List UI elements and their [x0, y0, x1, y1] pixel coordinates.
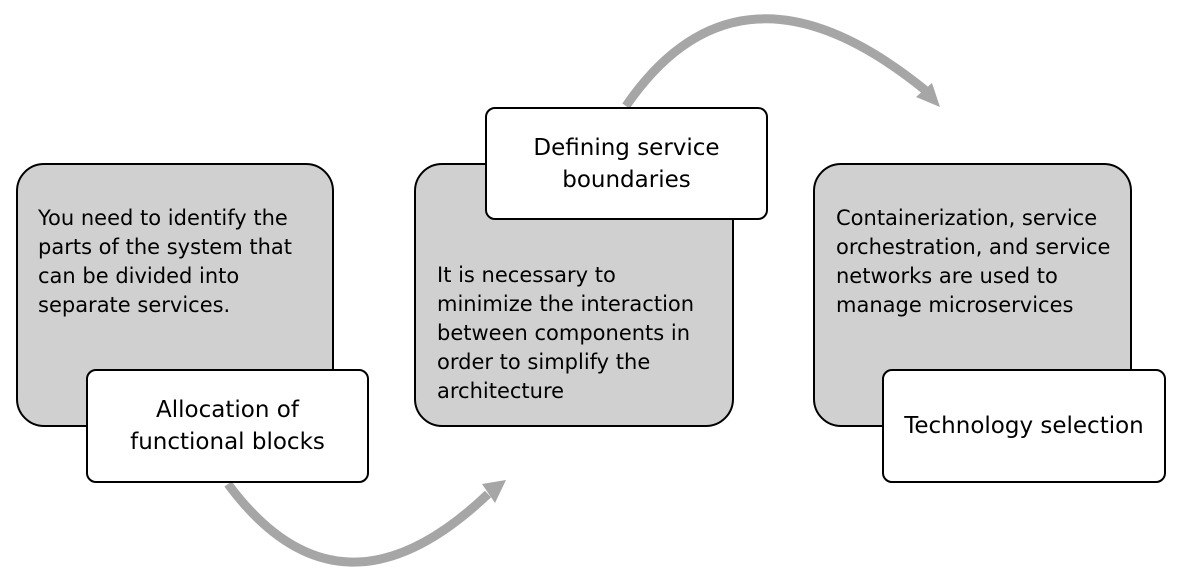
- step-1-title: Allocation of functional blocks: [130, 397, 325, 455]
- step-2-title-box: Defining service boundaries: [485, 107, 768, 220]
- connector-arrow-top: [622, 14, 928, 109]
- step-1-title-box: Allocation of functional blocks: [86, 369, 369, 483]
- connector-arrow-bottom: [224, 481, 492, 567]
- arrowhead-top: [916, 83, 940, 107]
- step-2-title: Defining service boundaries: [533, 134, 720, 193]
- step-3-title-box: Technology selection: [882, 369, 1166, 483]
- step-2-description: It is necessary to minimize the interact…: [437, 263, 695, 403]
- curved-arrow-icon: [224, 480, 506, 567]
- curved-arrow-icon: [622, 14, 940, 109]
- step-3-description: Containerization, service orchestration,…: [836, 206, 1111, 317]
- step-3-title: Technology selection: [904, 413, 1144, 439]
- arrowhead-bottom: [482, 480, 506, 503]
- step-1-description: You need to identify the parts of the sy…: [38, 206, 292, 317]
